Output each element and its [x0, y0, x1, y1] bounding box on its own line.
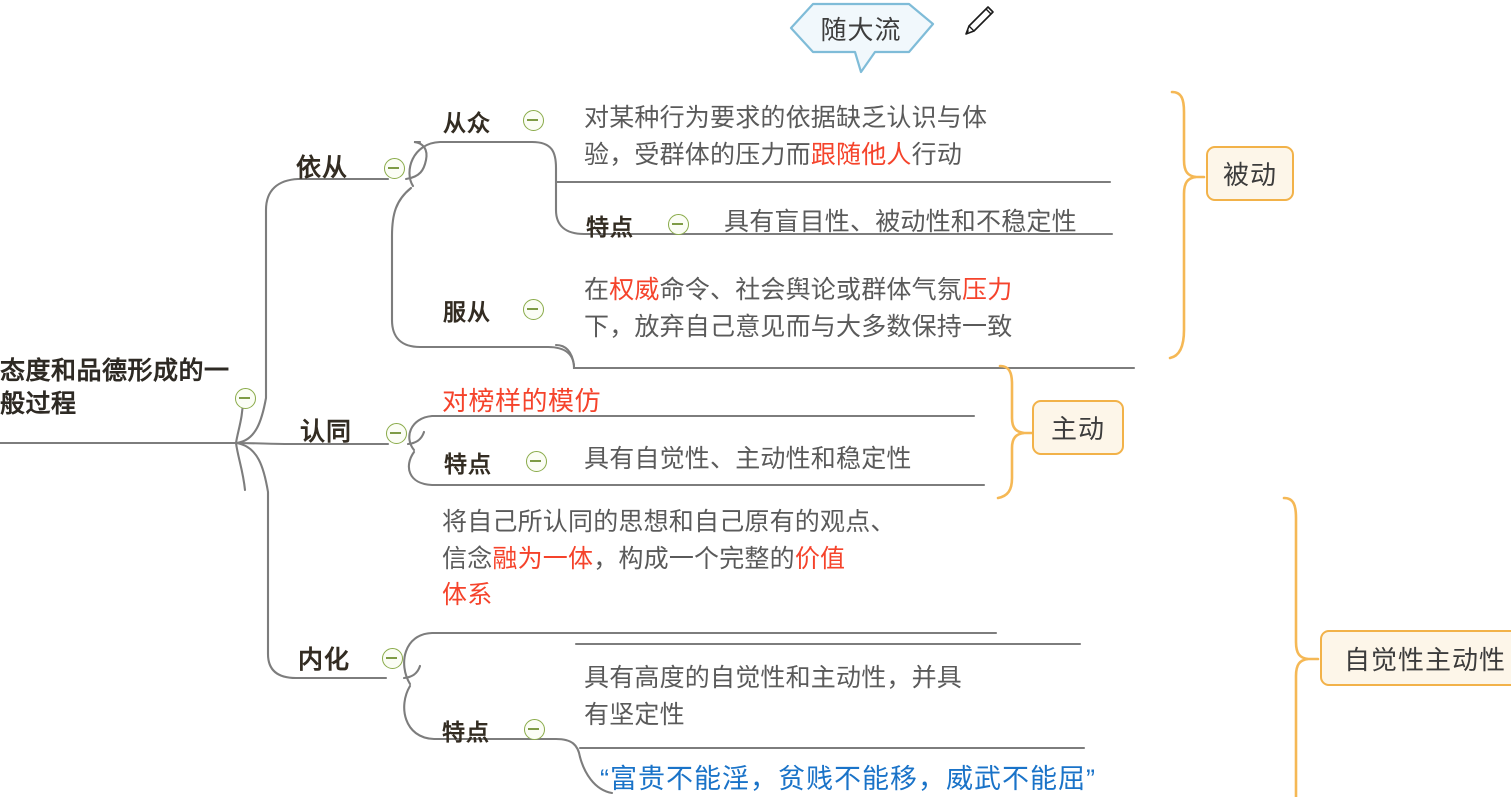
tag-box-zhudong[interactable]: 主动 — [1032, 400, 1124, 455]
neihua-highlight-3: 体系 — [442, 581, 493, 609]
node-body-congzhong-tedian: 具有盲目性、被动性和不稳定性 — [724, 208, 1077, 236]
node-body-neihua-def: 将自己所认同的思想和自己原有的观点、 信念融为一体，构成一个完整的价值 体系 — [442, 504, 962, 614]
fucong-line1-pre: 在 — [584, 276, 610, 304]
node-toggle-congzhong-tedian[interactable] — [668, 214, 689, 235]
pencil-cursor — [962, 4, 996, 38]
node-toggle-rentong-tedian[interactable] — [526, 451, 547, 472]
node-text-rentong-red[interactable]: 对榜样的模仿 — [442, 386, 602, 416]
neihua-line1: 将自己所认同的思想和自己原有的观点、 — [442, 508, 896, 536]
node-label-neihua-tedian[interactable]: 特点 — [442, 719, 490, 745]
root-node-label[interactable]: 态度和品德形成的一般过程 — [0, 357, 230, 418]
congzhong-line2-pre: 验，受群体的压力而 — [584, 140, 811, 169]
node-label-congzhong[interactable]: 从众 — [443, 110, 491, 136]
neihua-highlight-1: 融为一体 — [492, 544, 594, 573]
tag-box-beidong[interactable]: 被动 — [1206, 146, 1294, 201]
branch-label-neihua[interactable]: 内化 — [298, 646, 351, 674]
neihua-highlight-2: 价值 — [794, 544, 846, 573]
node-body-congzhong: 对某种行为要求的依据缺乏认识与体 验，受群体的压力而跟随他人行动 — [584, 100, 1084, 173]
neihua-tedian-line1: 具有高度的自觉性和主动性，并具 — [584, 664, 963, 692]
fucong-line1-mid: 命令、社会舆论或群体气氛 — [659, 276, 963, 304]
neihua-line2-post: ，构成一个完整的 — [593, 544, 795, 573]
node-body-fucong: 在权威命令、社会舆论或群体气氛压力 下，放弃自己意见而与大多数保持一致 — [584, 272, 1124, 345]
callout-text: 随大流 — [820, 14, 902, 45]
neihua-tedian-line2: 有坚定性 — [584, 700, 685, 729]
congzhong-line1: 对某种行为要求的依据缺乏认识与体 — [584, 104, 988, 132]
branch-label-rentong[interactable]: 认同 — [300, 418, 353, 446]
node-label-fucong[interactable]: 服从 — [443, 299, 491, 325]
branch-toggle-rentong[interactable] — [386, 423, 407, 444]
node-toggle-fucong[interactable] — [523, 299, 544, 320]
root-collapse-toggle[interactable] — [235, 388, 256, 409]
node-body-neihua-tedian: 具有高度的自觉性和主动性，并具 有坚定性 — [584, 660, 1084, 733]
neihua-line2-pre: 信念 — [442, 544, 493, 573]
congzhong-highlight: 跟随他人 — [810, 140, 912, 169]
node-toggle-congzhong[interactable] — [523, 110, 544, 131]
fucong-highlight-1: 权威 — [609, 276, 660, 304]
branch-toggle-neihua[interactable] — [382, 648, 403, 669]
node-toggle-neihua-tedian[interactable] — [524, 719, 545, 740]
fucong-line2: 下，放弃自己意见而与大多数保持一致 — [584, 312, 1013, 341]
node-label-congzhong-tedian[interactable]: 特点 — [586, 214, 634, 240]
branch-label-yicong[interactable]: 依从 — [296, 154, 349, 182]
branch-toggle-yicong[interactable] — [384, 158, 405, 179]
tag-box-zijuexing[interactable]: 自觉性主动性 — [1320, 630, 1511, 686]
node-body-rentong-tedian: 具有自觉性、主动性和稳定性 — [584, 445, 912, 473]
node-text-neihua-quote[interactable]: “富贵不能淫，贫贱不能移，威武不能屈” — [600, 764, 1096, 794]
fucong-highlight-2: 压力 — [962, 276, 1013, 304]
node-label-rentong-tedian[interactable]: 特点 — [444, 451, 492, 477]
callout-bubble[interactable]: 随大流 — [787, 2, 935, 74]
congzhong-line2-post: 行动 — [911, 140, 963, 169]
